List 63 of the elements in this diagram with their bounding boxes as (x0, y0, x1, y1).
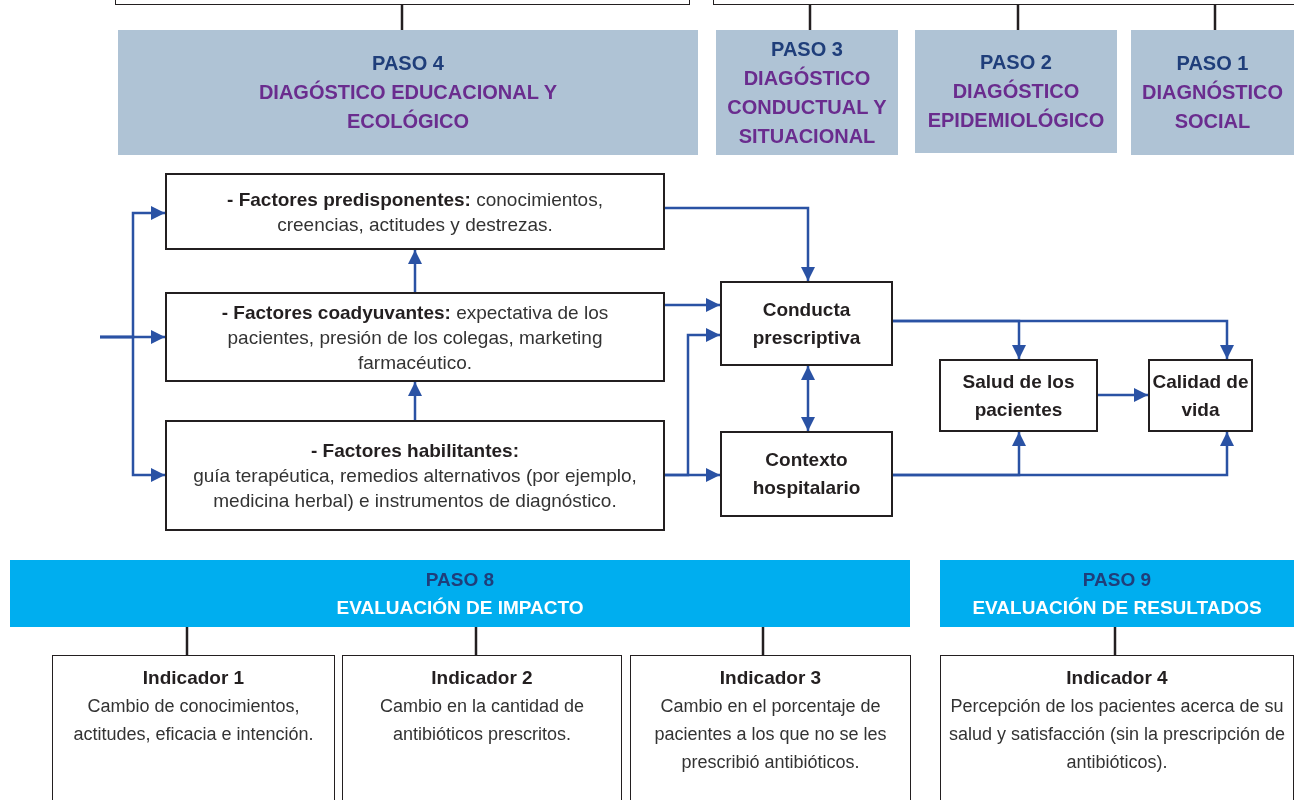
step-number: PASO 4 (372, 51, 444, 76)
indicator-description: Cambio de conocimientos, actitudes, eficacia e intención. (72, 695, 315, 746)
step-number: PASO 2 (980, 50, 1052, 75)
outcome-box (1148, 359, 1253, 432)
node-label: Conducta prescriptiva (751, 297, 862, 350)
node-label: Contexto hospitalario (751, 448, 862, 500)
step-title: EVALUACIÓN DE IMPACTO (336, 595, 584, 620)
indicator-panel (940, 655, 1294, 800)
arrow (665, 468, 720, 482)
step-number: PASO 9 (1082, 567, 1152, 592)
arrow (100, 335, 165, 482)
connector-line (474, 627, 478, 655)
connector-line (1113, 627, 1117, 655)
connector-line (761, 627, 765, 655)
indicator-title: Indicador 1 (142, 666, 245, 690)
node-label: Salud de los pacientes (961, 369, 1076, 422)
step-box (118, 30, 698, 155)
indicator-title: Indicador 2 (431, 666, 533, 690)
step-box (716, 30, 898, 155)
stage-band (10, 560, 910, 627)
outcome-box (720, 281, 893, 366)
indicator-description: Percepción de los pacientes acerca de su salud y satisfacción (sin la prescripción de antibióticos). (947, 695, 1287, 774)
step-number: PASO 3 (771, 36, 843, 62)
step-title: DIAGÓSTICO CONDUCTUAL Y SITUACIONAL (726, 65, 888, 149)
arrow (801, 366, 815, 431)
arrow (408, 250, 422, 292)
arrow (893, 319, 1234, 359)
step-number: PASO 8 (425, 567, 495, 592)
step-title: EVALUACIÓN DE RESULTADOS (972, 595, 1262, 620)
factor-heading: - Factores habilitantes: (311, 439, 519, 463)
outcome-box (939, 359, 1098, 432)
node-label: Calidad de vida (1151, 369, 1250, 422)
factor-description: - Factores predisponentes: conocimientos, creencias, actitudes y destrezas. (226, 187, 604, 237)
indicator-title: Indicador 4 (1066, 666, 1168, 690)
factor-description: - Factores coadyuvantes: expectativa de los pacientes, presión de los colegas, marketing farmacéutico. (220, 300, 610, 375)
connector-line (185, 627, 189, 655)
factor-box (165, 420, 665, 531)
connector-line (1213, 5, 1217, 30)
factor-box (165, 173, 665, 250)
stage-band (940, 560, 1294, 627)
indicator-description: Cambio en la cantidad de antibióticos prescritos. (378, 695, 586, 746)
arrow (665, 298, 720, 312)
arrow (408, 382, 422, 420)
step-box (1131, 30, 1294, 155)
indicator-title: Indicador 3 (719, 666, 822, 690)
step-title: DIAGNÓSTICO SOCIAL (1140, 79, 1285, 134)
arrow (665, 206, 815, 281)
indicator-panel (52, 655, 335, 800)
indicator-panel (630, 655, 911, 800)
step-title: DIAGÓSTICO EDUCACIONAL Y ECOLÓGICO (257, 79, 559, 134)
outcome-box (720, 431, 893, 517)
factor-box (165, 292, 665, 382)
indicator-description: Cambio en el porcentaje de pacientes a los que no se les prescribió antibióticos. (653, 695, 888, 774)
arrow (1098, 388, 1148, 402)
indicator-panel (342, 655, 622, 800)
connector-line (1016, 5, 1020, 30)
step-title: DIAGÓSTICO EPIDEMIOLÓGICO (926, 78, 1106, 133)
step-number: PASO 1 (1176, 51, 1249, 76)
step-box (915, 30, 1117, 153)
arrow (893, 432, 1234, 477)
connector-line (400, 5, 404, 30)
connector-line (808, 5, 812, 30)
factor-description: guía terapéutica, remedios alternativos (por ejemplo, medicina herbal) e instrumentos de diagnóstico. (192, 464, 638, 513)
